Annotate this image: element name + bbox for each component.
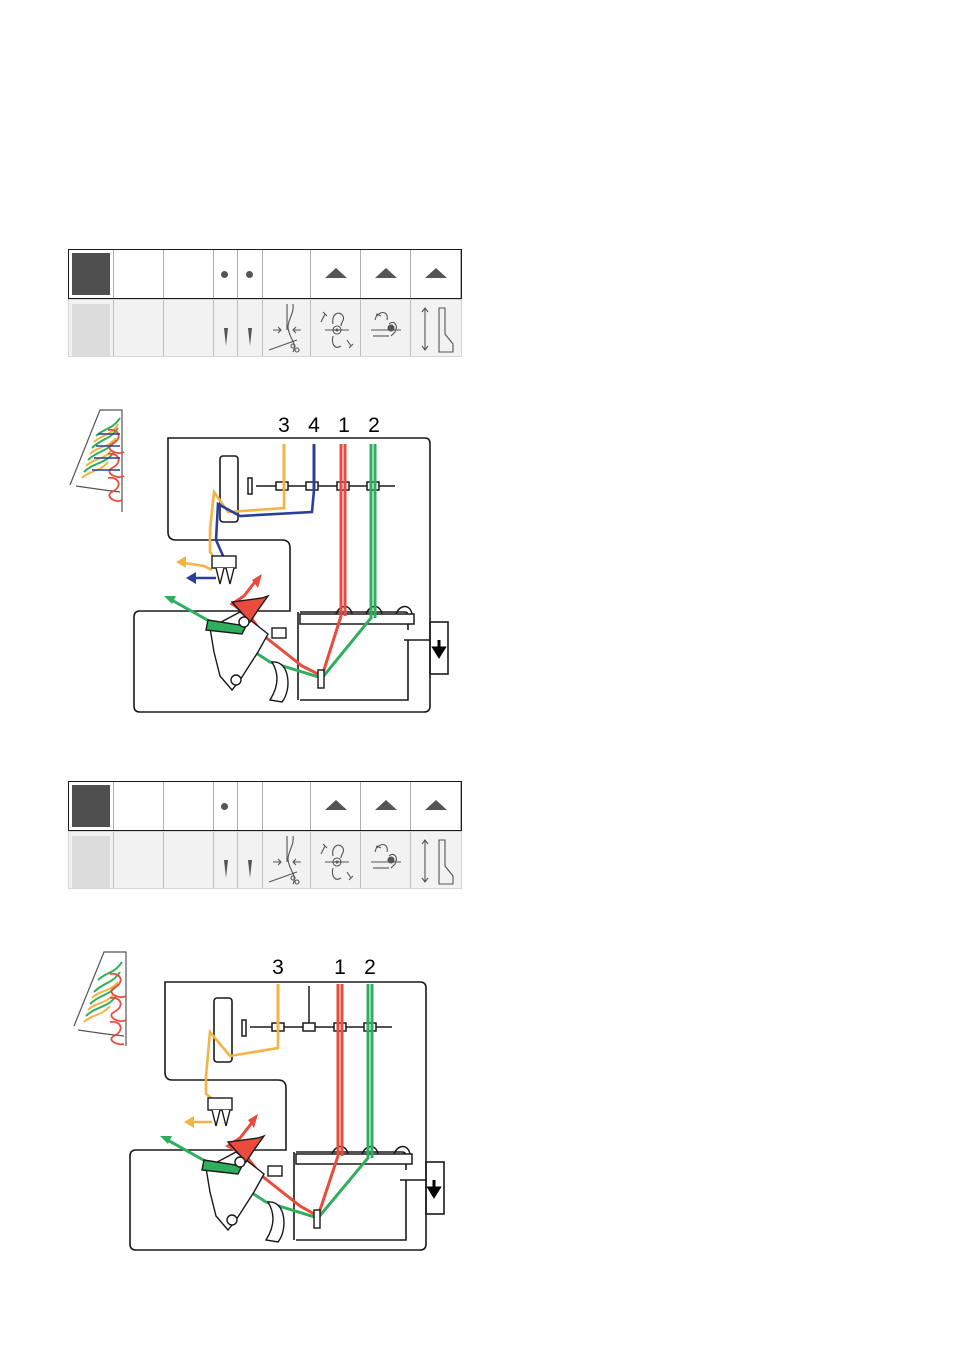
setting-cell-empty: [164, 250, 214, 298]
thread-guide-bar: [248, 478, 395, 494]
stitch-sample-icon: [70, 410, 124, 512]
setting-swatch-light: [69, 832, 114, 888]
setting-swatch-dark: [69, 782, 114, 830]
right-needle-dot: [238, 250, 263, 298]
thread-label-2: 2: [364, 956, 376, 979]
upper-looper-converter-icon: [361, 832, 411, 888]
triangle-up-icon: [411, 250, 461, 298]
looper-mechanism: [206, 556, 324, 702]
knife-lever-icon: [429, 1180, 439, 1196]
presser-foot-pressure-icon: [411, 832, 461, 888]
upper-looper-converter-icon: [361, 300, 411, 356]
stitch-width-icon: [263, 300, 312, 356]
thread-label-2: 2: [368, 414, 380, 437]
setting-cell-empty: [164, 832, 214, 888]
tension-rail: [300, 607, 414, 625]
threading-diagram-2: 3 1 2: [60, 940, 460, 1260]
triangle-up-icon: [361, 782, 411, 830]
needle-icon: [214, 832, 238, 888]
settings-panel-1: [68, 249, 462, 357]
needle-icon: [238, 300, 263, 356]
threading-diagram-1: 3 4 1 2: [60, 405, 460, 725]
setting-cell-empty: [114, 782, 164, 830]
triangle-up-icon: [311, 250, 361, 298]
settings-panel-2: [68, 781, 462, 889]
setting-swatch-dark: [69, 250, 114, 298]
thread-label-3: 3: [272, 956, 284, 979]
thread-label-4: 4: [308, 414, 320, 437]
setting-cell-empty: [164, 782, 214, 830]
looper-mechanism: [202, 1098, 320, 1242]
triangle-up-icon: [311, 782, 361, 830]
left-needle-dot: [214, 782, 238, 830]
presser-foot-pressure-icon: [411, 300, 461, 356]
stitch-width-icon: [263, 832, 312, 888]
thread-label-1: 1: [334, 956, 346, 979]
thread-label-1: 1: [338, 414, 350, 437]
settings-row-bottom: [68, 831, 462, 889]
setting-cell-empty: [164, 300, 214, 356]
differential-feed-icon: [311, 300, 361, 356]
left-needle-dot: [214, 250, 238, 298]
setting-cell-empty: [263, 782, 312, 830]
needle-icon: [238, 832, 263, 888]
setting-cell-empty: [114, 250, 164, 298]
tension-rail: [296, 1147, 412, 1165]
setting-cell-empty: [114, 300, 164, 356]
setting-cell-empty: [263, 250, 312, 298]
needle-icon: [214, 300, 238, 356]
setting-swatch-light: [69, 300, 114, 356]
thread-label-3: 3: [278, 414, 290, 437]
settings-row-top: [68, 781, 462, 831]
triangle-up-icon: [361, 250, 411, 298]
settings-row-bottom: [68, 299, 462, 357]
setting-cell-empty: [238, 782, 263, 830]
setting-cell-empty: [114, 832, 164, 888]
settings-row-top: [68, 249, 462, 299]
stitch-sample-icon: [74, 952, 126, 1046]
machine-outline: [134, 438, 448, 712]
differential-feed-icon: [311, 832, 361, 888]
knife-lever-icon: [434, 640, 444, 656]
triangle-up-icon: [411, 782, 461, 830]
